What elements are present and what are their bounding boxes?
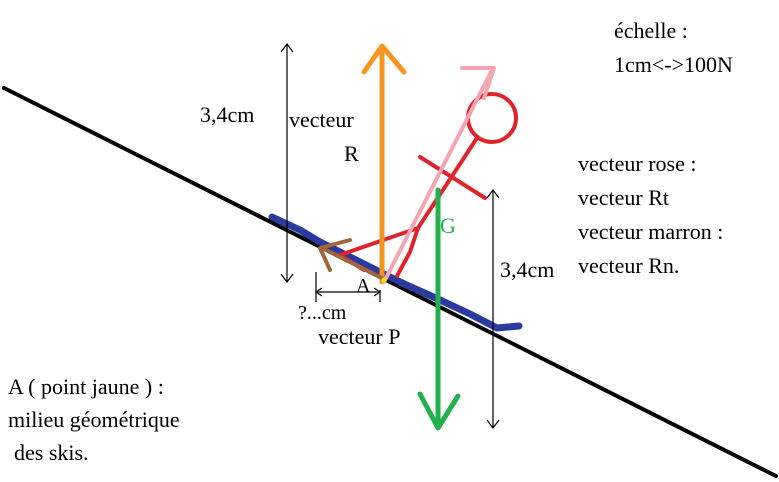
vector-r-label-line1: vecteur bbox=[289, 107, 354, 132]
vector-r-arrow bbox=[361, 43, 407, 285]
dimension-label-right: 3,4cm bbox=[500, 257, 554, 282]
note-line-2: milieu géométrique bbox=[8, 407, 180, 432]
note-line-3: des skis. bbox=[14, 440, 89, 465]
note-line-1: A ( point jaune ) : bbox=[8, 374, 164, 399]
dimension-label-left: 3,4cm bbox=[200, 102, 254, 127]
vector-p-label: vecteur P bbox=[318, 324, 400, 349]
skier-legs bbox=[338, 226, 420, 257]
legend-line-2: vecteur Rt bbox=[578, 185, 669, 210]
skier-legs-front bbox=[395, 226, 420, 278]
vector-g-label: G bbox=[440, 213, 456, 238]
dimension-label-unknown: ?...cm bbox=[298, 302, 347, 324]
vector-rn-arrow bbox=[318, 238, 384, 280]
scale-value: 1cm<->100N bbox=[614, 52, 733, 77]
skier-body bbox=[416, 136, 479, 230]
dimension-arrow-left bbox=[280, 43, 294, 283]
vector-g-arrow bbox=[417, 187, 461, 431]
legend-line-3: vecteur marron : bbox=[578, 219, 723, 244]
slope-line bbox=[2, 86, 778, 478]
skier-figure bbox=[338, 92, 518, 278]
point-a-label: A bbox=[356, 275, 371, 297]
scale-title: échelle : bbox=[614, 18, 688, 43]
legend-line-4: vecteur Rn. bbox=[578, 253, 679, 278]
dimension-arrow-right bbox=[486, 189, 500, 429]
skis bbox=[268, 213, 523, 332]
vector-r-label-line2: R bbox=[344, 141, 359, 166]
dimension-arrow-small bbox=[314, 272, 382, 302]
legend-line-1: vecteur rose : bbox=[578, 151, 697, 176]
point-a-marker bbox=[381, 277, 387, 283]
vector-rt-arrow bbox=[382, 66, 496, 284]
skier-arms bbox=[418, 155, 487, 200]
